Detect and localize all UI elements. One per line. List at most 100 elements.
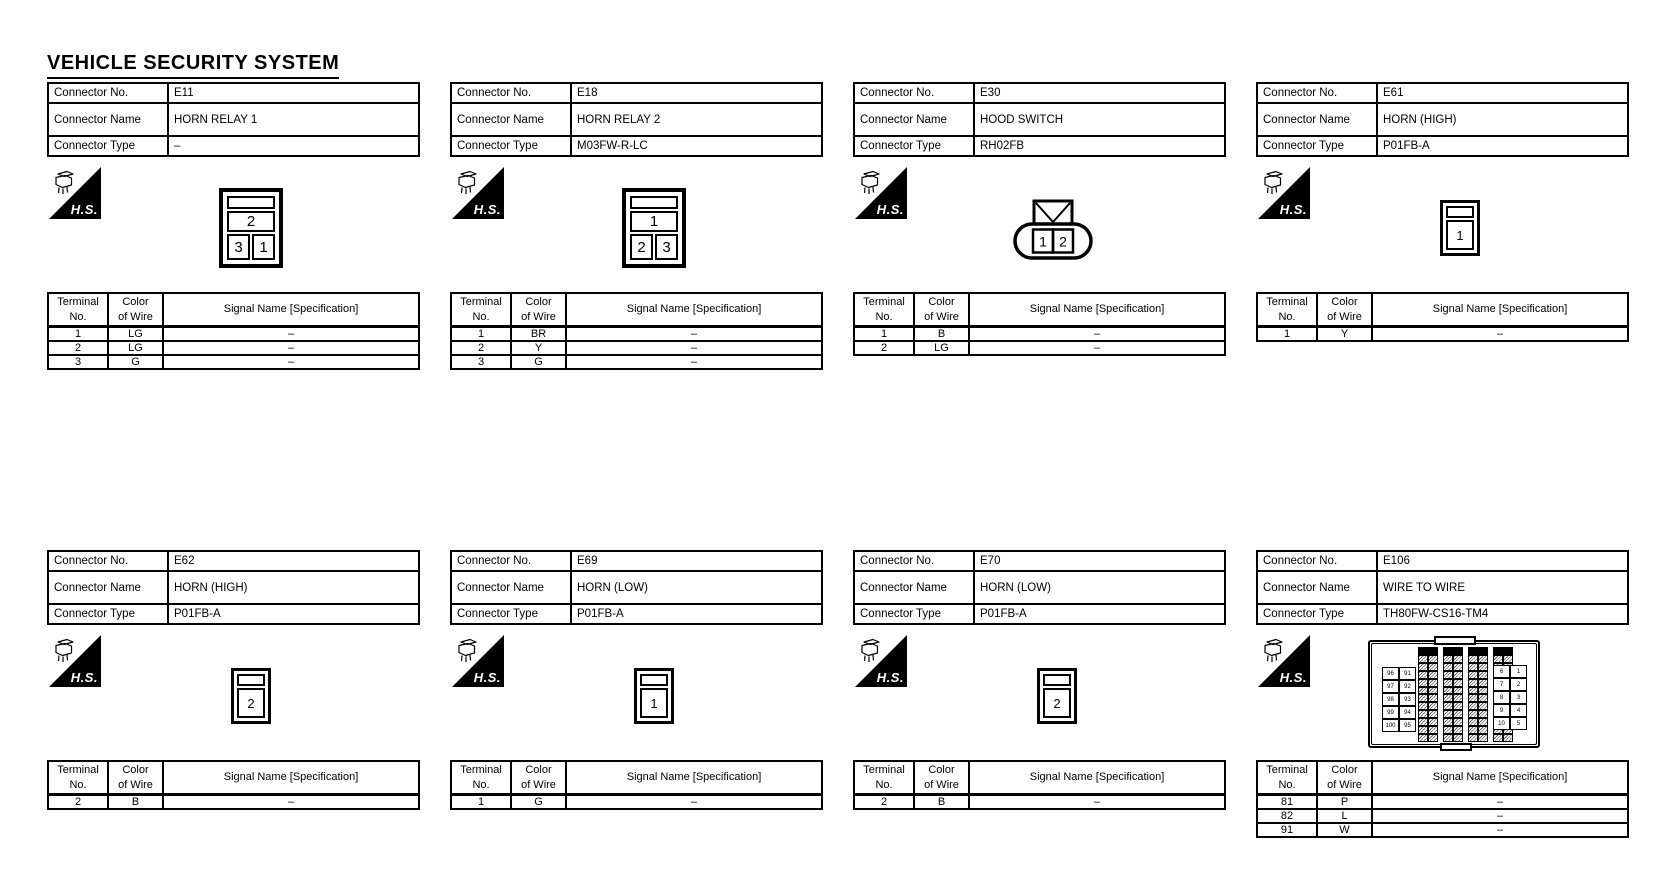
terminal-no-cell: 1 <box>47 325 109 342</box>
terminal-no-cell: 3 <box>450 354 512 370</box>
signal-name-cell: – <box>968 325 1226 342</box>
connector-inner-wall <box>1371 643 1537 745</box>
connector-type-row: Connector Type TH80FW-CS16-TM4 <box>1256 603 1629 625</box>
terminal-no-cell: 2 <box>450 340 512 356</box>
pin-cavity: 1 <box>1446 220 1474 250</box>
terminal-no-cell: 2 <box>853 793 915 810</box>
wire-color-cell: G <box>510 354 567 370</box>
connector-name-row: Connector Name HOOD SWITCH <box>853 102 1226 137</box>
harness-connector-sketch-icon <box>861 638 880 662</box>
hs-view-icon: H.S. <box>1258 167 1310 219</box>
connector-type-row: Connector Type RH02FB <box>853 135 1226 157</box>
connector-name-value: HORN (HIGH) <box>1376 102 1629 137</box>
signal-name-cell: – <box>1371 325 1629 342</box>
hs-label: H.S. <box>70 670 98 685</box>
connector-type-value: RH02FB <box>973 135 1226 157</box>
connector-lock-slot <box>237 674 265 686</box>
signal-name-cell: – <box>162 325 420 342</box>
connector-no-value: E11 <box>167 82 420 104</box>
wire-color-cell: L <box>1316 808 1373 824</box>
connector-no-row: Connector No. E18 <box>450 82 823 104</box>
pin-cavity: 2 <box>630 234 653 260</box>
wire-color-cell: LG <box>913 340 970 356</box>
connector-type-value: M03FW-R-LC <box>570 135 823 157</box>
connector-type-row: Connector Type P01FB-A <box>1256 135 1629 157</box>
harness-connector-sketch-icon <box>458 170 477 194</box>
pin-cavity: 5 <box>1510 717 1527 730</box>
signal-name-header: Signal Name [Specification] <box>1371 760 1629 796</box>
pin-grid-dense <box>1468 647 1488 742</box>
signal-name-header: Signal Name [Specification] <box>162 760 420 796</box>
connector-name-value: HORN (LOW) <box>570 570 823 605</box>
signal-name-cell: – <box>162 340 420 356</box>
connector-info-table: Connector No. E70 Connector Name HORN (L… <box>853 550 1226 625</box>
connector-type-label: Connector Type <box>1256 135 1378 157</box>
connector-face-drawing: 1 <box>1440 200 1480 256</box>
connector-lock-slot <box>630 196 678 209</box>
connector-type-value: P01FB-A <box>570 603 823 625</box>
pin-cavity: 97 <box>1382 680 1399 693</box>
hs-view-icon: H.S. <box>49 167 101 219</box>
connector-type-value: P01FB-A <box>167 603 420 625</box>
pin-cavity: 6 <box>1493 665 1510 678</box>
wire-color-cell: LG <box>107 340 164 356</box>
hs-label: H.S. <box>473 202 501 217</box>
connector-no-value: E30 <box>973 82 1226 104</box>
connector-type-value: P01FB-A <box>1376 135 1629 157</box>
connector-no-label: Connector No. <box>1256 82 1378 104</box>
pin-cavity: 2 <box>1043 688 1071 718</box>
connector-no-label: Connector No. <box>47 82 169 104</box>
pin-cavity: 1 <box>1510 665 1527 678</box>
hs-label: H.S. <box>1279 202 1307 217</box>
wire-color-cell: B <box>913 325 970 342</box>
page-title: VEHICLE SECURITY SYSTEM <box>47 52 340 79</box>
connector-no-row: Connector No. E106 <box>1256 550 1629 572</box>
signal-name-cell: – <box>565 325 823 342</box>
connector-no-row: Connector No. E69 <box>450 550 823 572</box>
wire-color-cell: G <box>510 793 567 810</box>
pin-cavity: 1 <box>630 211 678 232</box>
connector-type-value: TH80FW-CS16-TM4 <box>1376 603 1629 625</box>
pin-cavity: 95 <box>1399 719 1416 732</box>
connector-name-value: HORN (LOW) <box>973 570 1226 605</box>
wire-color-cell: BR <box>510 325 567 342</box>
connector-lock-slot <box>640 674 668 686</box>
connector-no-label: Connector No. <box>853 82 975 104</box>
terminal-no-cell: 2 <box>853 340 915 356</box>
terminal-no-cell: 3 <box>47 354 109 370</box>
hs-label: H.S. <box>876 670 904 685</box>
pin-cavity: 96 <box>1382 667 1399 680</box>
connector-info-table: Connector No. E11 Connector Name HORN RE… <box>47 82 420 157</box>
pin-cavity: 3 <box>1510 691 1527 704</box>
pin-cavity: 4 <box>1510 704 1527 717</box>
connector-type-row: Connector Type M03FW-R-LC <box>450 135 823 157</box>
connector-name-label: Connector Name <box>47 570 169 605</box>
terminal-no-cell: 82 <box>1256 808 1318 824</box>
pin-cavity: 10 <box>1493 717 1510 730</box>
wire-color-cell: B <box>107 793 164 810</box>
hs-label: H.S. <box>1279 670 1307 685</box>
hs-view-icon: H.S. <box>855 635 907 687</box>
connector-type-label: Connector Type <box>47 603 169 625</box>
pin-grid-dense <box>1443 647 1463 742</box>
